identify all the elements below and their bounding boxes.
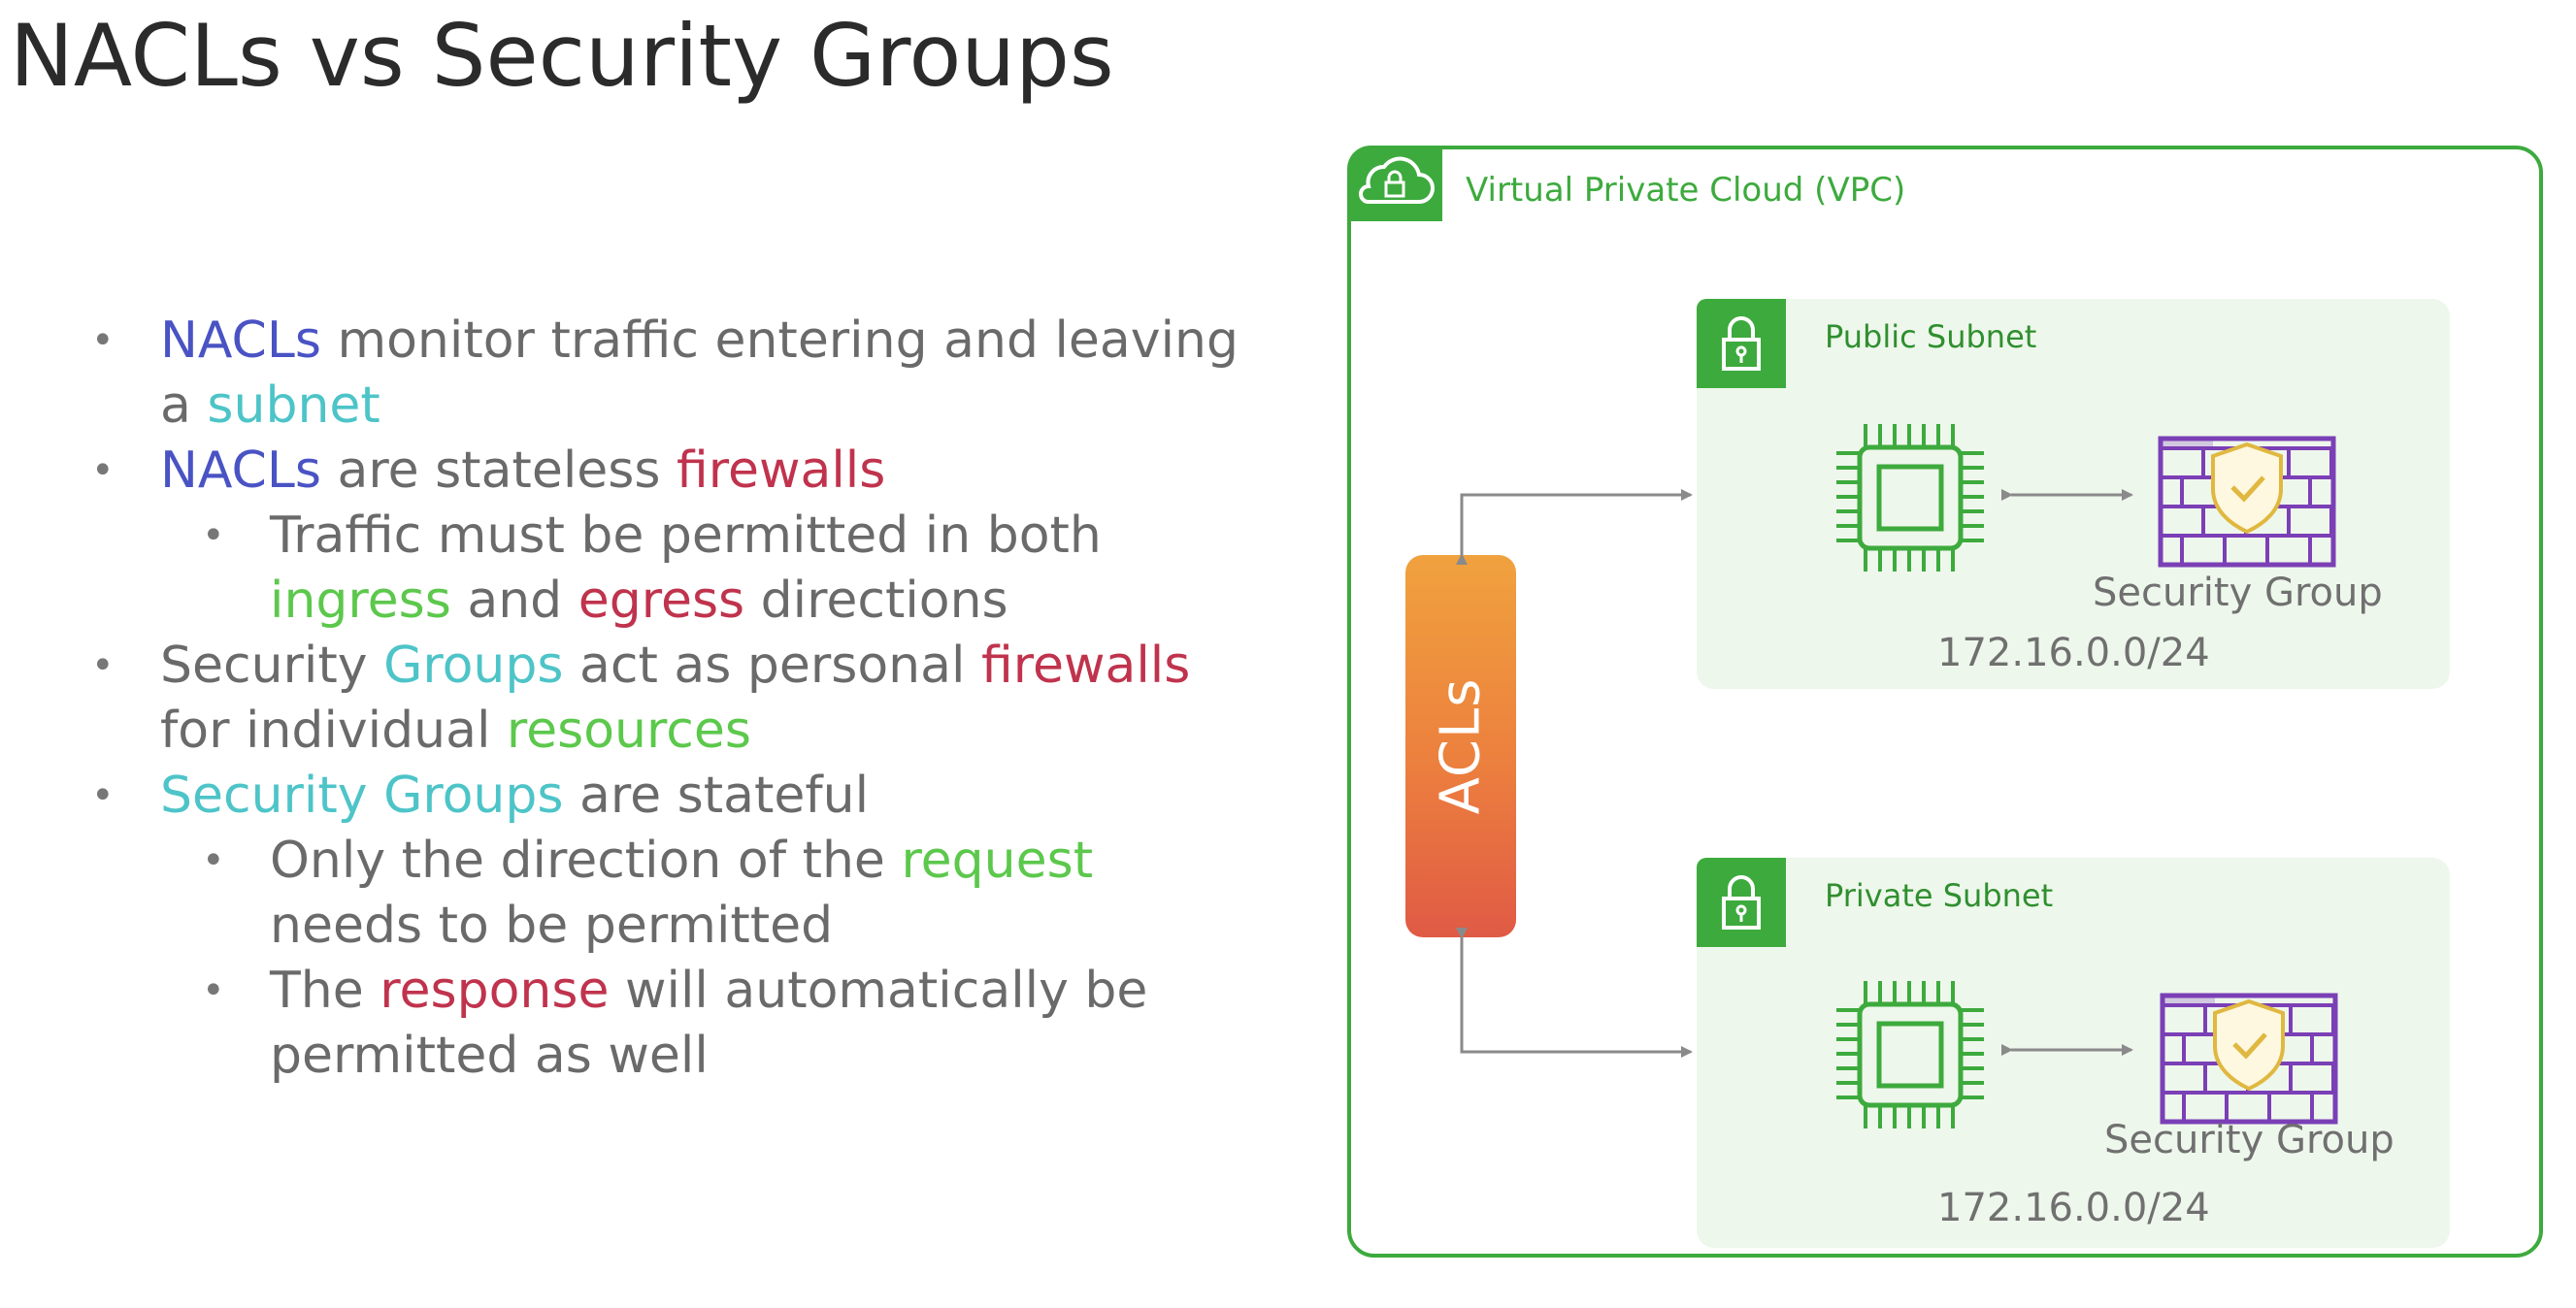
bullet-line: • The response will automatically be [87,959,1271,1024]
bullet-dot-icon: • [91,773,115,818]
bullet-text-segment: ingress [270,572,451,630]
bullet-item: • NACLs are stateless firewalls [87,439,1271,504]
bullet-text-segment: The [270,962,380,1020]
bullet-text-segment: act as personal [563,637,981,695]
private-subnet-label: Private Subnet [1825,877,2054,914]
bullet-line: ingress and egress directions [87,569,1271,634]
public-security-group-label: Security Group [2093,571,2383,615]
acl-to-public-arrow [1456,489,1693,565]
bullet-text-segment: are stateless [320,441,677,500]
bullet-text-segment: Security [160,637,384,695]
bullet-text-segment: are stateful [563,767,870,825]
public-subnet-label: Public Subnet [1825,318,2037,355]
bullet-item: • Security Groups are stateful [87,764,1271,829]
bullet-text-segment: needs to be permitted [270,897,834,955]
bullet-line: • Traffic must be permitted in both [87,504,1271,569]
bullet-dot-icon: • [202,513,225,558]
bullet-text-segment: request [901,832,1094,890]
bullet-item: • The response will automatically be permi… [87,959,1271,1089]
bullet-item: • Only the direction of the request needs … [87,829,1271,959]
acl-to-private-arrow [1456,928,1693,1058]
vpc-label: Virtual Private Cloud (VPC) [1466,171,1906,210]
bullet-line: for individual resources [87,699,1271,764]
security-group-firewall-icon [2155,435,2339,571]
bullet-text-segment: firewalls [676,441,886,500]
ec2-chip-icon [1823,410,1998,585]
bullet-text-segment: subnet [207,376,380,435]
subnet-lock-icon [1697,299,1786,388]
bullet-text-segment: NACLs [160,311,321,370]
bullet-text-segment: Security Groups [160,767,564,825]
bullet-dot-icon: • [202,838,225,883]
slide-title: NACLs vs Security Groups [10,6,1114,106]
bullet-line: • Only the direction of the request [87,829,1271,894]
bullet-text-segment: Groups [383,637,564,695]
bullet-text-segment: permitted as well [270,1027,709,1085]
public-subnet-cidr: 172.16.0.0/24 [1937,631,2210,675]
bullet-line: • NACLs are stateless firewalls [87,439,1271,504]
private-subnet: Private Subnet Security Group 172.16.0.0… [1697,858,2450,1248]
subnet-lock-icon [1697,858,1786,947]
bullet-line: a subnet [87,374,1271,439]
bullet-line: • Security Groups act as personal firewal… [87,634,1271,699]
bullet-dot-icon: • [91,318,115,363]
security-group-firewall-icon [2157,992,2341,1128]
acl-box: ACLs [1405,555,1516,937]
bullet-text-segment: Traffic must be permitted in both [270,507,1102,565]
ec2-chip-icon [1823,967,1998,1142]
private-subnet-cidr: 172.16.0.0/24 [1937,1186,2210,1230]
bullet-line: permitted as well [87,1024,1271,1089]
bullet-text-segment: for individual [160,702,507,760]
bullet-text-segment: monitor traffic entering and leaving [320,311,1238,370]
bullet-text-segment: directions [744,572,1008,630]
vpc-container: Virtual Private Cloud (VPC) [1347,146,2543,1258]
bullet-text-segment: resources [506,702,751,760]
bullet-list: • NACLs monitor traffic entering and leav… [87,309,1271,1089]
bullet-item: • Security Groups act as personal firewal… [87,634,1271,764]
bullet-line: • Security Groups are stateful [87,764,1271,829]
bullet-text-segment: and [450,572,578,630]
bullet-text-segment: Only the direction of the [270,832,902,890]
vpc-cloud-lock-icon [1347,146,1442,221]
public-subnet: Public Subnet Security Group 172.16.0.0/… [1697,299,2450,689]
bullet-text-segment: egress [578,572,745,630]
bullet-text-segment: response [380,962,610,1020]
bullet-text-segment: firewalls [980,637,1191,695]
private-security-group-label: Security Group [2104,1118,2394,1162]
bullet-line: • NACLs monitor traffic entering and leav… [87,309,1271,374]
bullet-line: needs to be permitted [87,894,1271,959]
bullet-dot-icon: • [91,643,115,688]
bullet-item: • NACLs monitor traffic entering and leav… [87,309,1271,439]
bullet-text-segment: a [160,376,208,435]
bullet-dot-icon: • [202,968,225,1013]
bullet-text-segment: NACLs [160,441,321,500]
bullet-dot-icon: • [91,448,115,493]
bullet-text-segment: will automatically be [609,962,1148,1020]
